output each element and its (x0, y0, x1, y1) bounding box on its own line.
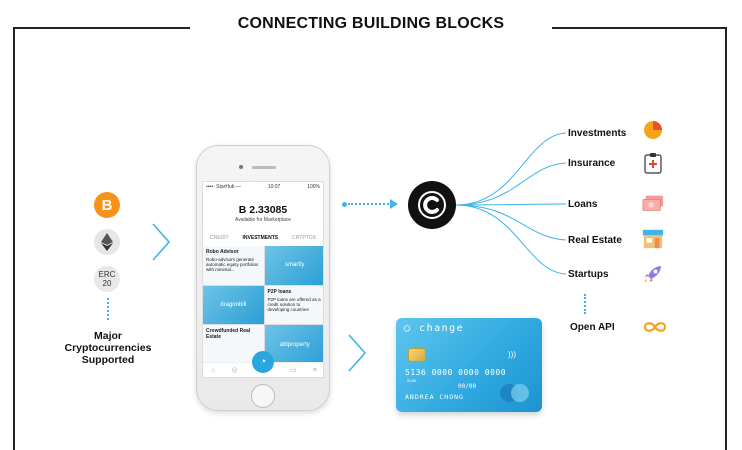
phone-screen: ••••◦ StarHub — 10:07 100% B 2.33085 Ava… (202, 181, 324, 378)
change-logo (408, 181, 456, 229)
status-bar: ••••◦ StarHub — 10:07 100% (203, 182, 323, 192)
tile-title: P2P loans (267, 288, 292, 295)
change-fab-button[interactable]: ◔ (252, 351, 274, 373)
phone-home-button[interactable] (251, 384, 275, 408)
tile-title: Crowdfunded Real Estate (206, 328, 251, 341)
service-loans: Loans (568, 199, 598, 210)
phone-to-logo-connector (348, 203, 392, 205)
service-investments: Investments (568, 128, 627, 139)
balance-caption: Available for Marketplace (234, 217, 292, 223)
tile-p2p-loans[interactable]: P2P loans P2P loans are offered as a cre… (264, 285, 323, 325)
globe-icon[interactable]: ◎ (231, 367, 238, 374)
tile-crowdfunded-real-estate[interactable]: Crowdfunded Real Estate (203, 325, 264, 364)
card-brand: ◯ change (404, 323, 465, 334)
phone-tabs: CREDIT INVESTMENTS CRYPTOS (203, 235, 323, 241)
card-chip (408, 348, 426, 362)
money-bills-icon (642, 192, 664, 214)
arrowhead-icon (390, 199, 398, 209)
contactless-icon: ))) (508, 350, 516, 359)
tab-cryptos[interactable]: CRYPTOS (292, 235, 317, 241)
tile-robo-advisor[interactable]: Robo Advisor Robo-advisors generate auto… (203, 246, 264, 285)
phone-mockup: ••••◦ StarHub — 10:07 100% B 2.33085 Ava… (196, 145, 330, 411)
menu-icon[interactable]: ≡ (312, 366, 317, 374)
tile-smartly[interactable]: smartly (264, 246, 323, 285)
payment-card: ◯ change ))) 5136 0000 0000 0000 5136 00… (396, 318, 542, 412)
ethereum-icon (94, 229, 120, 255)
storefront-icon (642, 228, 664, 250)
service-real-estate: Real Estate (568, 235, 622, 246)
fanout-connectors (456, 132, 567, 275)
tile-ablproperty[interactable]: ablproperty (264, 325, 323, 364)
rocket-icon (642, 263, 664, 285)
wallet-icon[interactable]: ▭ (290, 367, 297, 374)
bitcoin-symbol: B (101, 196, 113, 214)
tab-investments[interactable]: INVESTMENTS (242, 235, 279, 241)
tile-text: Robo-advisors generate automatic equity … (206, 257, 259, 272)
chevron-right-icon (348, 334, 367, 372)
crypto-dotted-connector (107, 298, 109, 320)
status-time: 10:07 (267, 184, 281, 190)
card-holder-name: ANDREA CHONG (405, 393, 464, 401)
connector-dot (342, 202, 347, 207)
card-brand-text: change (419, 323, 465, 334)
erc20-line2: 20 (102, 279, 112, 288)
chevron-right-icon (152, 223, 171, 261)
tile-brand: ablproperty (279, 341, 310, 348)
tab-credit[interactable]: CREDIT (209, 235, 229, 241)
infinity-icon (642, 316, 668, 338)
tile-dragonbill[interactable]: dragonbill (203, 285, 264, 325)
phone-speaker (252, 166, 276, 169)
pie-chart-icon (642, 119, 664, 141)
service-open-api: Open API (570, 322, 615, 333)
clipboard-medical-icon (642, 152, 664, 174)
erc20-line1: ERC (98, 270, 116, 279)
marketplace-tiles: Robo Advisor Robo-advisors generate auto… (203, 246, 323, 364)
card-number-small: 5136 (407, 378, 416, 383)
change-c-icon (418, 191, 446, 219)
tile-brand: smartly (285, 262, 305, 269)
diagram-title: CONNECTING BUILDING BLOCKS (190, 10, 552, 38)
phone-camera (239, 165, 243, 169)
card-number: 5136 0000 0000 0000 (405, 368, 507, 377)
service-insurance: Insurance (568, 158, 616, 169)
tile-brand: dragonbill (220, 301, 247, 308)
crypto-label: Major Cryptocurrencies Supported (64, 330, 152, 366)
tile-title: Robo Advisor (206, 249, 239, 255)
bitcoin-icon: B (94, 192, 120, 218)
api-dotted-connector (584, 294, 586, 314)
home-icon[interactable]: ⌂ (211, 366, 216, 374)
card-expiry: 00/00 (458, 383, 477, 390)
tile-text: P2P loans are offered as a credit soluti… (267, 296, 321, 312)
balance-value: B 2.33085 (238, 204, 288, 216)
mastercard-logo-icon (500, 384, 530, 402)
service-startups: Startups (568, 269, 609, 280)
carrier-text: ••••◦ StarHub — (206, 184, 241, 190)
battery-text: 100% (307, 184, 320, 190)
